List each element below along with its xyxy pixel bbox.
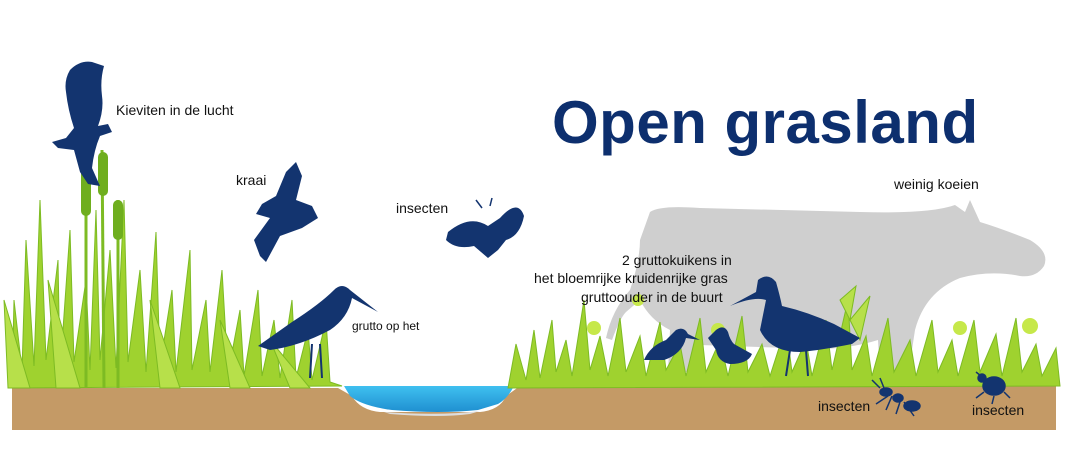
label-insecten-beetle: insecten — [972, 402, 1025, 418]
godwit-icon — [258, 286, 378, 379]
label-insecten-butterfly: insecten — [396, 200, 449, 216]
crow-icon — [254, 162, 318, 262]
label-grutto-op-het: grutto op het — [352, 319, 420, 333]
label-kraai: kraai — [236, 172, 267, 188]
label-gruttokuikens-line1: 2 gruttokuikens in — [622, 252, 732, 268]
page-title: Open grasland — [552, 89, 979, 156]
ant-icon — [871, 377, 921, 417]
label-gruttoouder: gruttoouder in de buurt — [581, 289, 723, 305]
godwit-parent-icon — [730, 276, 860, 377]
beetle-icon — [975, 371, 1011, 405]
dandelion-icon — [587, 294, 1038, 337]
water-ditch — [344, 386, 514, 416]
label-kieviten: Kieviten in de lucht — [116, 102, 234, 118]
lapwing-icon — [52, 61, 112, 186]
soil-strip — [12, 386, 1056, 430]
label-gruttokuikens-line2: het bloemrijke kruidenrijke gras — [534, 270, 728, 286]
butterfly-icon — [446, 197, 524, 258]
godwit-chick-icon — [644, 327, 752, 364]
cattail-icon — [81, 149, 123, 389]
label-insecten-ant: insecten — [818, 398, 871, 414]
label-weinig-koeien: weinig koeien — [894, 176, 979, 192]
